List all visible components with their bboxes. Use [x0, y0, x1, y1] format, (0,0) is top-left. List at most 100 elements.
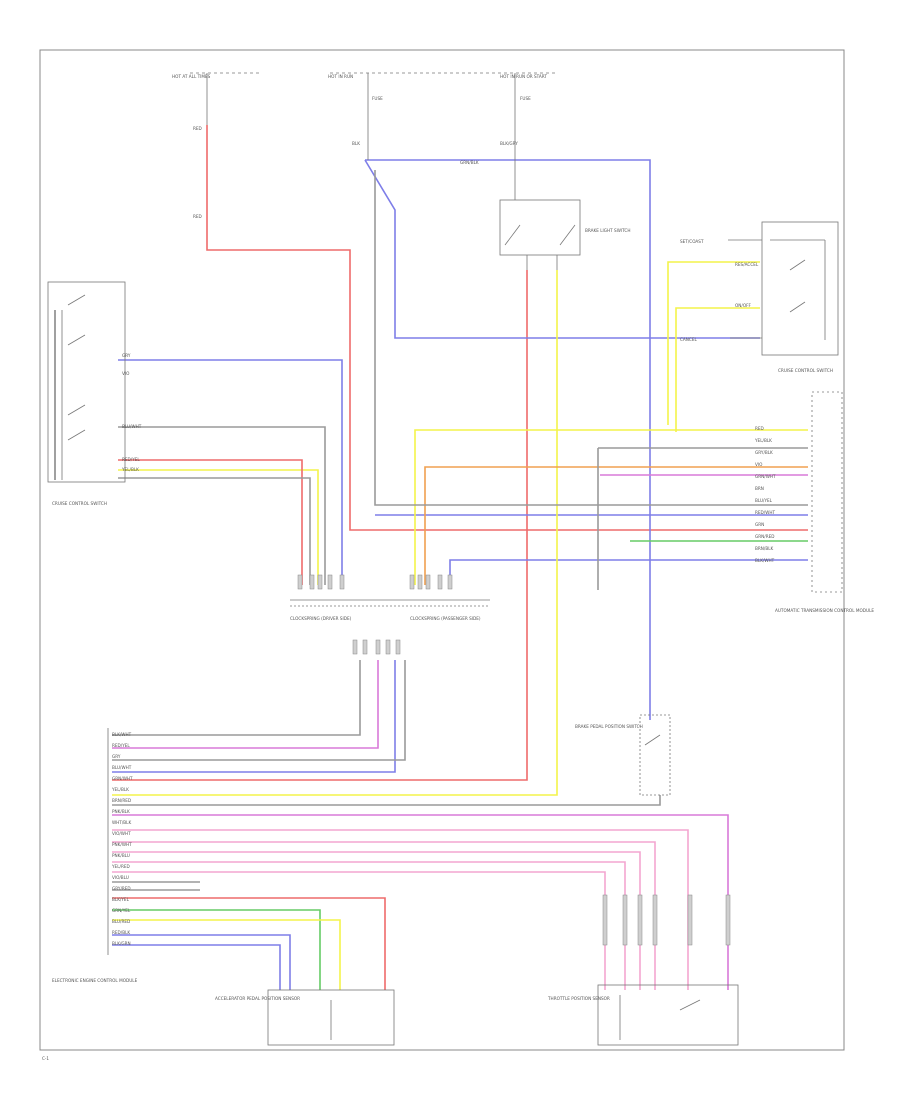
connector-pin: [309, 574, 315, 590]
relay-contact-2: [559, 224, 576, 246]
hot-all-times-label: HOT AT ALL TIMES: [172, 74, 211, 79]
connector-pin: [425, 574, 431, 590]
wire-gray-1: [118, 426, 326, 585]
bottom-row-label: YEL/BLK: [111, 787, 129, 792]
connector-pin: [409, 574, 415, 590]
connector-pin-tall: [725, 894, 731, 946]
connector-pin-tall: [687, 894, 693, 946]
module-pin-label: RED/WHT: [755, 510, 775, 515]
wire-orange: [424, 466, 808, 585]
wire-red-label-mid: RED: [193, 214, 202, 219]
bottom-row-label: BRN/RED: [112, 798, 131, 803]
connector-pin: [339, 574, 345, 590]
connector-pin: [447, 574, 453, 590]
module-pin-label: GRN: [755, 522, 764, 527]
connector-pin: [385, 639, 391, 655]
bottom-right-connector-label: THROTTLE POSITION SENSOR: [547, 996, 610, 1001]
connector-pin: [362, 639, 368, 655]
left-pin-2: VIO: [122, 371, 130, 376]
wire-violet-3: [112, 660, 379, 749]
wire-pink-5: [112, 871, 606, 990]
hot-run-label: HOT IN RUN: [328, 74, 353, 79]
bottom-row-label: GRN/WHT: [112, 776, 133, 781]
wire-blue-diag: [364, 159, 760, 339]
module-pin-label: GRN/WHT: [755, 474, 776, 479]
wire-blue-bottom-1: [112, 934, 291, 990]
module-pin-label: BLU/YEL: [755, 498, 773, 503]
wire-blue-bottom-2: [112, 944, 281, 990]
left-pin-1: GRY: [122, 353, 131, 358]
module-pin-label: GRN/RED: [755, 534, 774, 539]
module-pin-labels: REDYEL/BLKGRY/BLKVIOGRN/WHTBRNBLU/YELRED…: [754, 426, 776, 563]
wire-red-relay-out: [112, 270, 528, 781]
bottom-row-label: YEL/RED: [111, 864, 130, 869]
bottom-row-label: BLK/WHT: [112, 732, 132, 737]
hot-run-start-label: HOT IN RUN OR START: [500, 74, 547, 79]
labels: HOT AT ALL TIMES HOT IN RUN HOT IN RUN O…: [42, 74, 874, 1061]
wire-pink-2: [112, 841, 656, 990]
wire-yellow-bottom: [112, 919, 341, 990]
fuse-b-label: FUSE: [520, 96, 531, 101]
bottom-row-label: GRY: [112, 754, 121, 759]
right-pin-3: ON/OFF: [735, 303, 752, 308]
wire-red-hot-feed: [206, 125, 808, 531]
wire-gray-5: [112, 660, 406, 761]
connector-pin-tall: [652, 894, 658, 946]
switch-contact-3: [67, 404, 86, 416]
wire-blue-top: [365, 159, 651, 720]
bottom-row-label: BLU/RED: [112, 919, 130, 924]
wire-blue-right: [449, 559, 808, 585]
module-label: AUTOMATIC TRANSMISSION CONTROL MODULE: [775, 608, 874, 613]
bottom-row-label: RED/BLK: [112, 930, 130, 935]
right-switch-contact-1: [789, 259, 806, 271]
wire-yellow-upper: [667, 261, 760, 425]
bottom-row-label: RED/YEL: [112, 743, 130, 748]
connector-pin: [417, 574, 423, 590]
wire-gray-2: [374, 170, 808, 506]
left-pin-5: YEL/BLK: [121, 467, 139, 472]
connector-pins: [297, 574, 731, 946]
brake-switch-box: [639, 714, 671, 796]
bottom-left-connector: [267, 989, 395, 1046]
page-id: C-1: [42, 1056, 49, 1061]
connector-pin: [437, 574, 443, 590]
wire-red-left: [118, 459, 303, 585]
bottom-row-label: BLK/GRN: [112, 941, 131, 946]
bottom-right-contact: [679, 999, 701, 1011]
fuse-a-label: FUSE: [372, 96, 383, 101]
bottom-row-label: VIO/WHT: [112, 831, 131, 836]
wire-red-bottom: [112, 897, 386, 990]
wire-gray-4: [112, 660, 361, 736]
wire-blk-gry-label: BLK/GRY: [500, 141, 518, 146]
right-switch-box: [761, 221, 839, 356]
wire-gray-3: [118, 477, 311, 585]
module-pin-label: GRY/BLK: [755, 450, 773, 455]
connector-pin-tall: [622, 894, 628, 946]
brake-switch-label: BRAKE PEDAL POSITION SWITCH: [575, 724, 643, 729]
module-box: [811, 391, 843, 593]
wire-green-bottom: [112, 909, 321, 990]
bottom-row-labels: BLK/WHT RED/YEL GRY BLU/WHT GRN/WHT YEL/BLK BR…: [111, 732, 133, 946]
relay-box: [499, 199, 581, 256]
wire-yellow-main: [414, 429, 808, 585]
switch-contact-1: [67, 294, 86, 306]
connector-pin: [317, 574, 323, 590]
clockspring-right-label: CLOCKSPRING (PASSENGER SIDE): [410, 616, 481, 621]
bottom-row-label: PNK/BLK: [112, 809, 130, 814]
relay-label: BRAKE LIGHT SWITCH: [585, 228, 630, 233]
connector-pin: [352, 639, 358, 655]
switch-contact-4: [67, 429, 86, 441]
wire-red-label-top: RED: [193, 126, 202, 131]
bottom-row-label: BLU/WHT: [112, 765, 132, 770]
right-pin-2: RES/ACCEL: [735, 262, 759, 267]
right-pin-4: CANCEL: [680, 337, 697, 342]
wire-yellow-mid: [675, 307, 760, 432]
wire-grn-blk-label: GRN/BLK: [460, 160, 479, 165]
bottom-right-connector: [597, 984, 739, 1046]
bottom-row-label: GRY/RED: [112, 886, 131, 891]
wire-blue-row-bottom: [112, 660, 396, 773]
bottom-row-label: PNK/WHT: [112, 842, 132, 847]
module-pin-label: YEL/BLK: [754, 438, 772, 443]
wire-group: [112, 125, 808, 990]
